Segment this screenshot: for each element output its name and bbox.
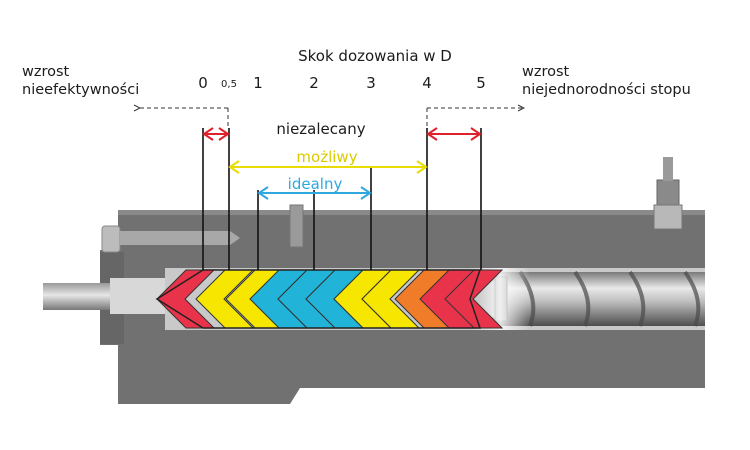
set-screw [289,204,304,248]
tick-label-1: 1 [253,74,263,92]
red-arrow-right [426,127,482,141]
tick-label-2: 2 [309,74,319,92]
tick-label-0-5: 0,5 [221,79,237,90]
red-arrow-left [202,127,230,141]
blue-arrow-ideal [257,186,372,200]
left-note-line2: nieefektywności [22,82,140,98]
right-note-line1: wzrost [522,64,570,80]
inefficiency-arrow [140,108,229,127]
right-note-line2: niejednorodności stopu [522,82,691,98]
yellow-arrow-possible [228,160,428,174]
nozzle [43,283,113,310]
range-label-ideal: idealny [287,175,343,193]
tick-label-0: 0 [198,74,208,92]
right-note: wzrost niejednorodności stopu [522,63,691,99]
eye-bolt [653,157,683,230]
range-label-not-recommended: niezalecany [276,120,366,138]
diagram-title: Skok dozowania w D [298,47,452,65]
left-note-line1: wzrost [22,64,70,80]
tick-label-4: 4 [422,74,432,92]
inhomogeneity-arrow [426,108,524,127]
tick-label-5: 5 [476,74,486,92]
range-label-possible: możliwy [296,148,358,166]
bolt [120,231,230,245]
dose-guide-lines [202,128,482,270]
left-note: wzrost nieefektywności [22,63,139,99]
tick-label-3: 3 [366,74,376,92]
bolt-cap [101,225,121,253]
barrel-top-edge [118,210,705,215]
